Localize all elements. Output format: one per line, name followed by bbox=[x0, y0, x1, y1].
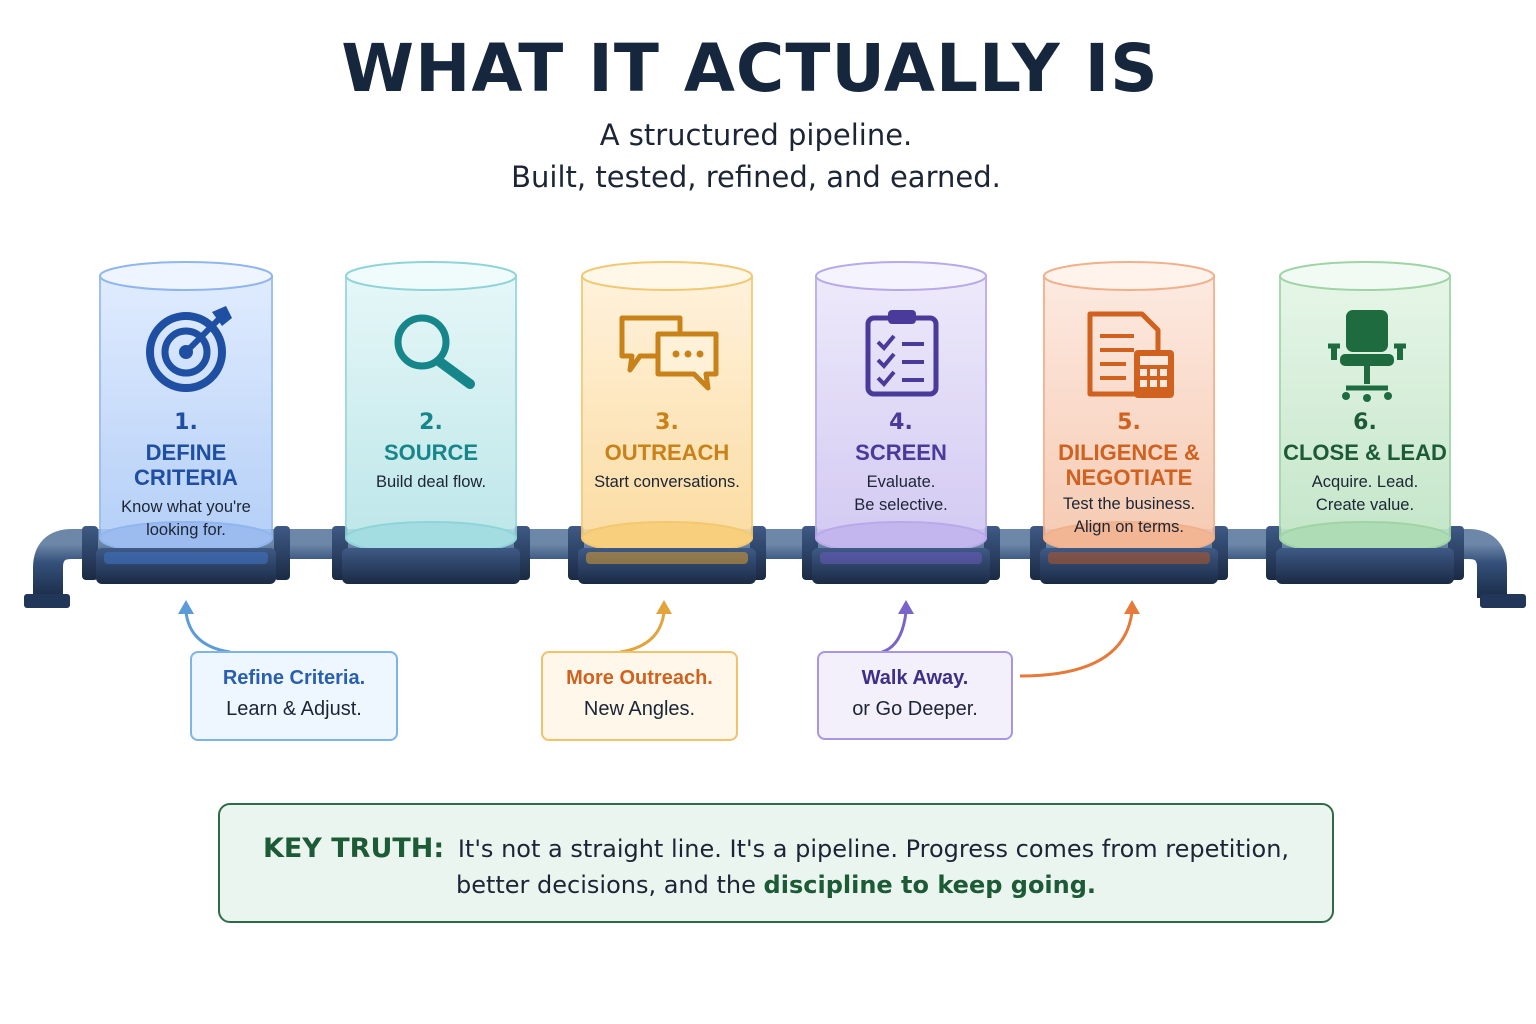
stage-5-name-line-1: DILIGENCE & bbox=[1058, 440, 1200, 465]
stage-3-desc-line-1: Start conversations. bbox=[594, 473, 740, 491]
checklist-icon bbox=[865, 310, 939, 397]
loop-refine-criteria-subtitle: Learn & Adjust. bbox=[226, 698, 362, 720]
stage-4-desc-line-2: Be selective. bbox=[854, 496, 948, 514]
key-truth-line-2: better decisions, and the discipline to … bbox=[220, 867, 1332, 903]
stage-1-name: DEFINE CRITERIA bbox=[134, 440, 238, 490]
stage-2-desc-line-1: Build deal flow. bbox=[375, 473, 487, 491]
stage-6-number: 6. bbox=[1353, 410, 1377, 435]
stage-5-number: 5. bbox=[1117, 410, 1141, 435]
stage-5-name-line-2: NEGOTIATE bbox=[1065, 465, 1193, 490]
arrow-more-outreach bbox=[619, 600, 672, 654]
stage-2-name: SOURCE bbox=[383, 440, 479, 465]
stage-5-name: DILIGENCE & NEGOTIATE bbox=[1034, 440, 1224, 490]
stage-6-name: CLOSE & LEAD bbox=[1283, 440, 1447, 465]
loop-refine-criteria-title: Refine Criteria. bbox=[222, 667, 366, 689]
loop-walk-away: Walk Away. or Go Deeper. bbox=[817, 651, 1013, 740]
stage-1-desc: Know what you're looking for. bbox=[91, 496, 281, 542]
stage-2-desc: Build deal flow. bbox=[336, 471, 526, 494]
loop-walk-away-title: Walk Away. bbox=[861, 667, 969, 689]
loop-more-outreach: More Outreach. New Angles. bbox=[541, 651, 738, 741]
stage-1-number: 1. bbox=[174, 410, 198, 435]
key-truth-emphasis: discipline to keep going. bbox=[763, 871, 1097, 899]
stage-5-desc: Test the business. Align on terms. bbox=[1034, 493, 1224, 539]
arrow-go-deeper bbox=[1019, 600, 1140, 678]
key-truth-box: KEY TRUTH: It's not a straight line. It'… bbox=[218, 803, 1334, 923]
key-truth-label: KEY TRUTH: bbox=[262, 833, 445, 864]
stage-1-text: 1. DEFINE CRITERIA Know what you're look… bbox=[91, 410, 281, 542]
subtitle-line-2: Built, tested, refined, and earned. bbox=[511, 160, 1001, 194]
stage-6-desc: Acquire. Lead. Create value. bbox=[1270, 471, 1460, 517]
stage-6-desc-line-1: Acquire. Lead. bbox=[1311, 473, 1419, 491]
subtitle-line-1: A structured pipeline. bbox=[599, 118, 913, 152]
stage-1-desc-line-1: Know what you're bbox=[121, 498, 251, 516]
stage-4-desc: Evaluate. Be selective. bbox=[806, 471, 996, 517]
chat-bubbles-icon bbox=[619, 315, 719, 391]
office-chair-icon bbox=[1328, 310, 1406, 402]
stage-4-name: SCREEN bbox=[855, 440, 947, 465]
loop-walk-away-subtitle: or Go Deeper. bbox=[852, 698, 978, 720]
stage-2-text: 2. SOURCE Build deal flow. bbox=[336, 410, 526, 494]
stage-3-name: OUTREACH bbox=[604, 440, 730, 465]
key-truth-text-2: better decisions, and the bbox=[455, 871, 756, 899]
stage-4-text: 4. SCREEN Evaluate. Be selective. bbox=[806, 410, 996, 517]
key-truth-line-1: KEY TRUTH: It's not a straight line. It'… bbox=[220, 831, 1332, 867]
loop-more-outreach-title: More Outreach. bbox=[566, 667, 713, 689]
stage-4-desc-line-1: Evaluate. bbox=[866, 473, 936, 491]
stage-3-number: 3. bbox=[655, 410, 679, 435]
loop-more-outreach-subtitle: New Angles. bbox=[583, 698, 696, 720]
arrow-walk-away bbox=[881, 600, 914, 654]
stage-5-text: 5. DILIGENCE & NEGOTIATE Test the busine… bbox=[1034, 410, 1224, 539]
stage-3-text: 3. OUTREACH Start conversations. bbox=[572, 410, 762, 494]
magnifier-icon bbox=[394, 314, 475, 389]
stage-6-desc-line-2: Create value. bbox=[1315, 496, 1415, 514]
stage-5-desc-line-2: Align on terms. bbox=[1073, 518, 1185, 536]
document-calculator-icon bbox=[1087, 311, 1174, 398]
arrow-refine-criteria bbox=[178, 600, 231, 654]
stage-5-desc-line-1: Test the business. bbox=[1062, 495, 1196, 513]
stage-5-cylinder bbox=[1040, 261, 1218, 584]
stage-6-cylinder bbox=[1276, 261, 1454, 584]
stage-3-desc: Start conversations. bbox=[572, 471, 762, 494]
stage-4-number: 4. bbox=[889, 410, 913, 435]
stage-6-text: 6. CLOSE & LEAD Acquire. Lead. Create va… bbox=[1270, 410, 1460, 517]
stage-1-desc-line-2: looking for. bbox=[146, 521, 226, 539]
key-truth-text-1: It's not a straight line. It's a pipelin… bbox=[457, 835, 1290, 863]
loop-refine-criteria: Refine Criteria. Learn & Adjust. bbox=[190, 651, 398, 741]
stage-2-number: 2. bbox=[419, 410, 443, 435]
target-icon bbox=[146, 306, 232, 392]
page-title: WHAT IT ACTUALLY IS bbox=[341, 30, 1159, 107]
